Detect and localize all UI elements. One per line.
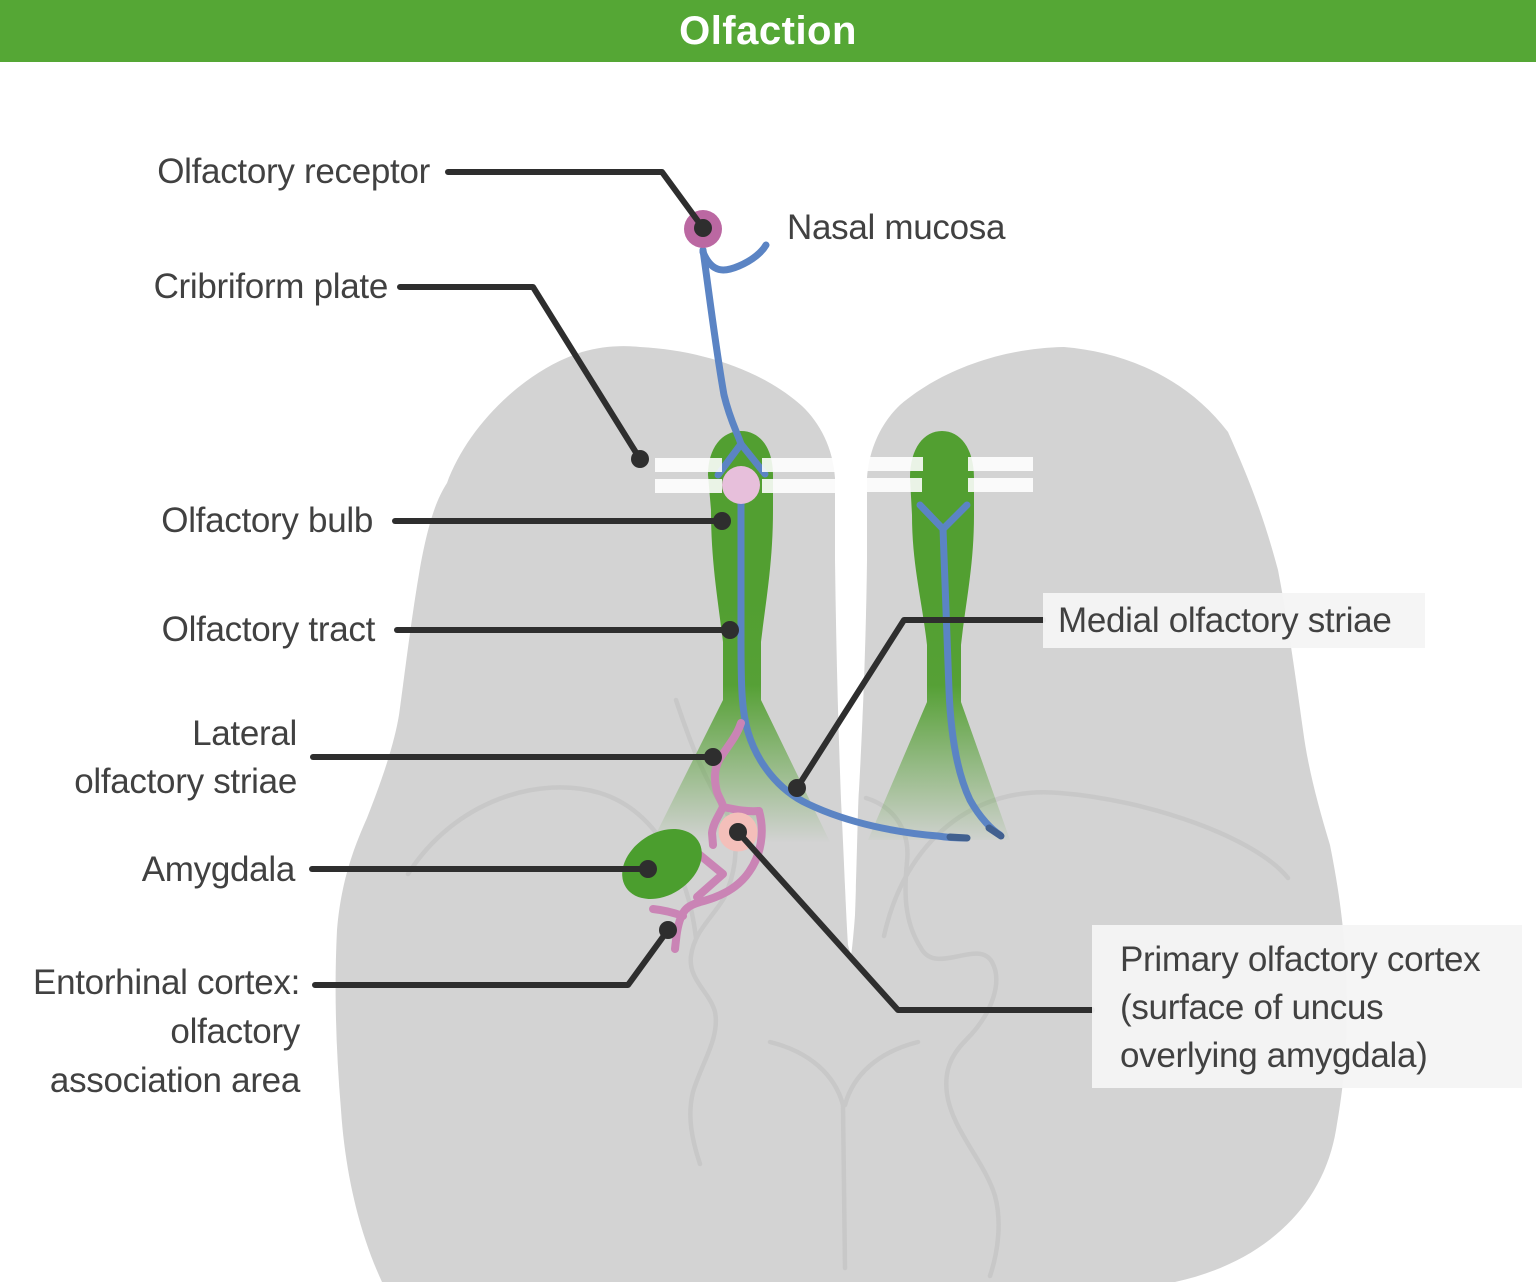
label-cribriform-plate: Cribriform plate — [153, 267, 389, 306]
pointer-dot-entorhinal — [659, 921, 677, 939]
amygdala-shape — [622, 829, 702, 899]
pointer-dot-lateral-striae — [704, 748, 722, 766]
label-nasal-mucosa: Nasal mucosa — [787, 208, 1006, 247]
leader-entorhinal — [312, 927, 671, 988]
label-olfactory-bulb: Olfactory bulb — [161, 501, 373, 540]
header-bar: Olfaction — [0, 0, 1536, 62]
olfactory-nerve-descending — [699, 246, 745, 448]
pointer-dot-olfactory-bulb — [713, 512, 731, 530]
label-olfactory-tract: Olfactory tract — [161, 610, 376, 649]
leader-primary-cortex — [735, 829, 1095, 1013]
olfactory-nerve-right-y — [916, 501, 947, 533]
medial-olfactory-striae-line — [737, 474, 970, 842]
pointer-dot-olfactory-tract — [721, 621, 739, 639]
label-entorhinal-cortex: Entorhinal cortex: olfactory association… — [33, 963, 300, 1100]
leader-olfactory-receptor — [445, 169, 706, 231]
page-title: Olfaction — [679, 8, 857, 53]
leader-dots — [631, 219, 806, 939]
nasal-mucosa-curve — [699, 241, 770, 274]
label-lateral-olfactory-striae: Lateral olfactory striae — [74, 714, 297, 801]
pointer-dot-olfactory-receptor — [694, 219, 712, 237]
pointer-dot-cribriform-plate — [631, 450, 649, 468]
label-amygdala: Amygdala — [141, 850, 296, 889]
leader-cribriform-plate — [397, 284, 643, 462]
label-medial-olfactory-striae: Medial olfactory striae — [1043, 593, 1425, 648]
label-olfactory-receptor: Olfactory receptor — [157, 152, 430, 191]
pointer-dot-primary-cortex — [729, 823, 747, 841]
cribriform-plate-bars — [655, 457, 1033, 493]
glomerulus-circle — [722, 466, 760, 504]
olfactory-nerve-right-stem — [939, 525, 1004, 839]
olfactory-bulb-tract-right — [868, 431, 1010, 840]
pointer-dot-amygdala — [639, 860, 657, 878]
leader-lines — [309, 169, 1095, 1013]
leader-medial-striae — [794, 617, 1046, 791]
nerve-dark-tips — [946, 824, 1005, 842]
pointer-dot-medial-striae — [788, 779, 806, 797]
label-primary-olfactory-cortex: Primary olfactory cortex (surface of unc… — [1092, 925, 1522, 1088]
